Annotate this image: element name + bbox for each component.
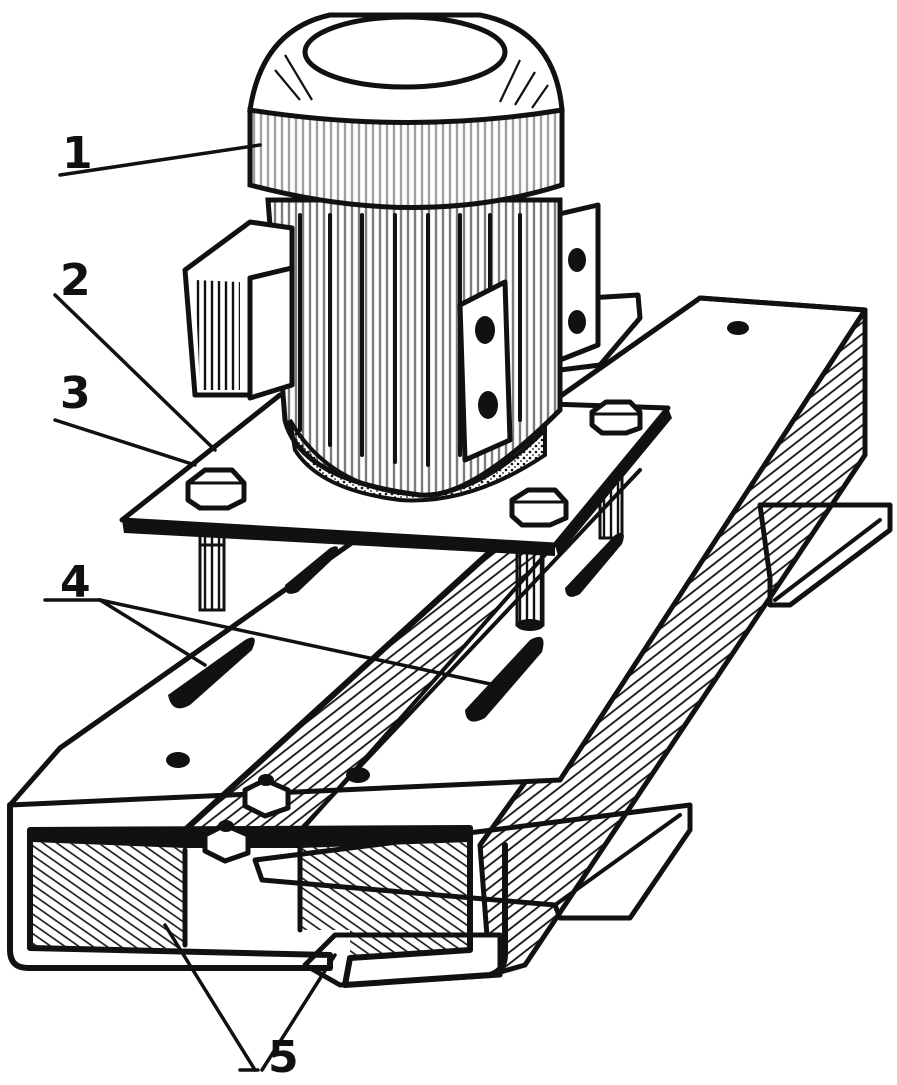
- channel-nut-2: [202, 820, 251, 864]
- callout-4: 4: [60, 557, 91, 608]
- slot-back-right: [565, 532, 624, 597]
- plate-bolt-front-left: [185, 467, 247, 511]
- leader-1: [58, 143, 262, 177]
- stud-front-left: [198, 533, 226, 612]
- callout-3: 3: [60, 368, 91, 419]
- leader-lines: [43, 143, 497, 1072]
- callout-2: 2: [60, 255, 91, 306]
- leader-5b: [260, 953, 337, 1072]
- plate-bolt-back-right: [589, 399, 643, 436]
- slot-left: [168, 637, 255, 709]
- plate-bolt-front-right: [509, 487, 569, 528]
- leader-2: [53, 293, 217, 452]
- slot-back-left: [284, 546, 338, 594]
- leader-4b: [98, 598, 497, 687]
- channel-nut-1: [242, 774, 291, 819]
- leader-4a: [98, 598, 207, 667]
- slot-right: [465, 636, 544, 722]
- stud-front-right: [515, 543, 545, 631]
- electric-motor: [182, 12, 643, 503]
- callout-5: 5: [268, 1032, 299, 1083]
- leader-5a: [163, 923, 257, 1072]
- callout-1: 1: [62, 128, 93, 179]
- leader-3: [53, 418, 197, 467]
